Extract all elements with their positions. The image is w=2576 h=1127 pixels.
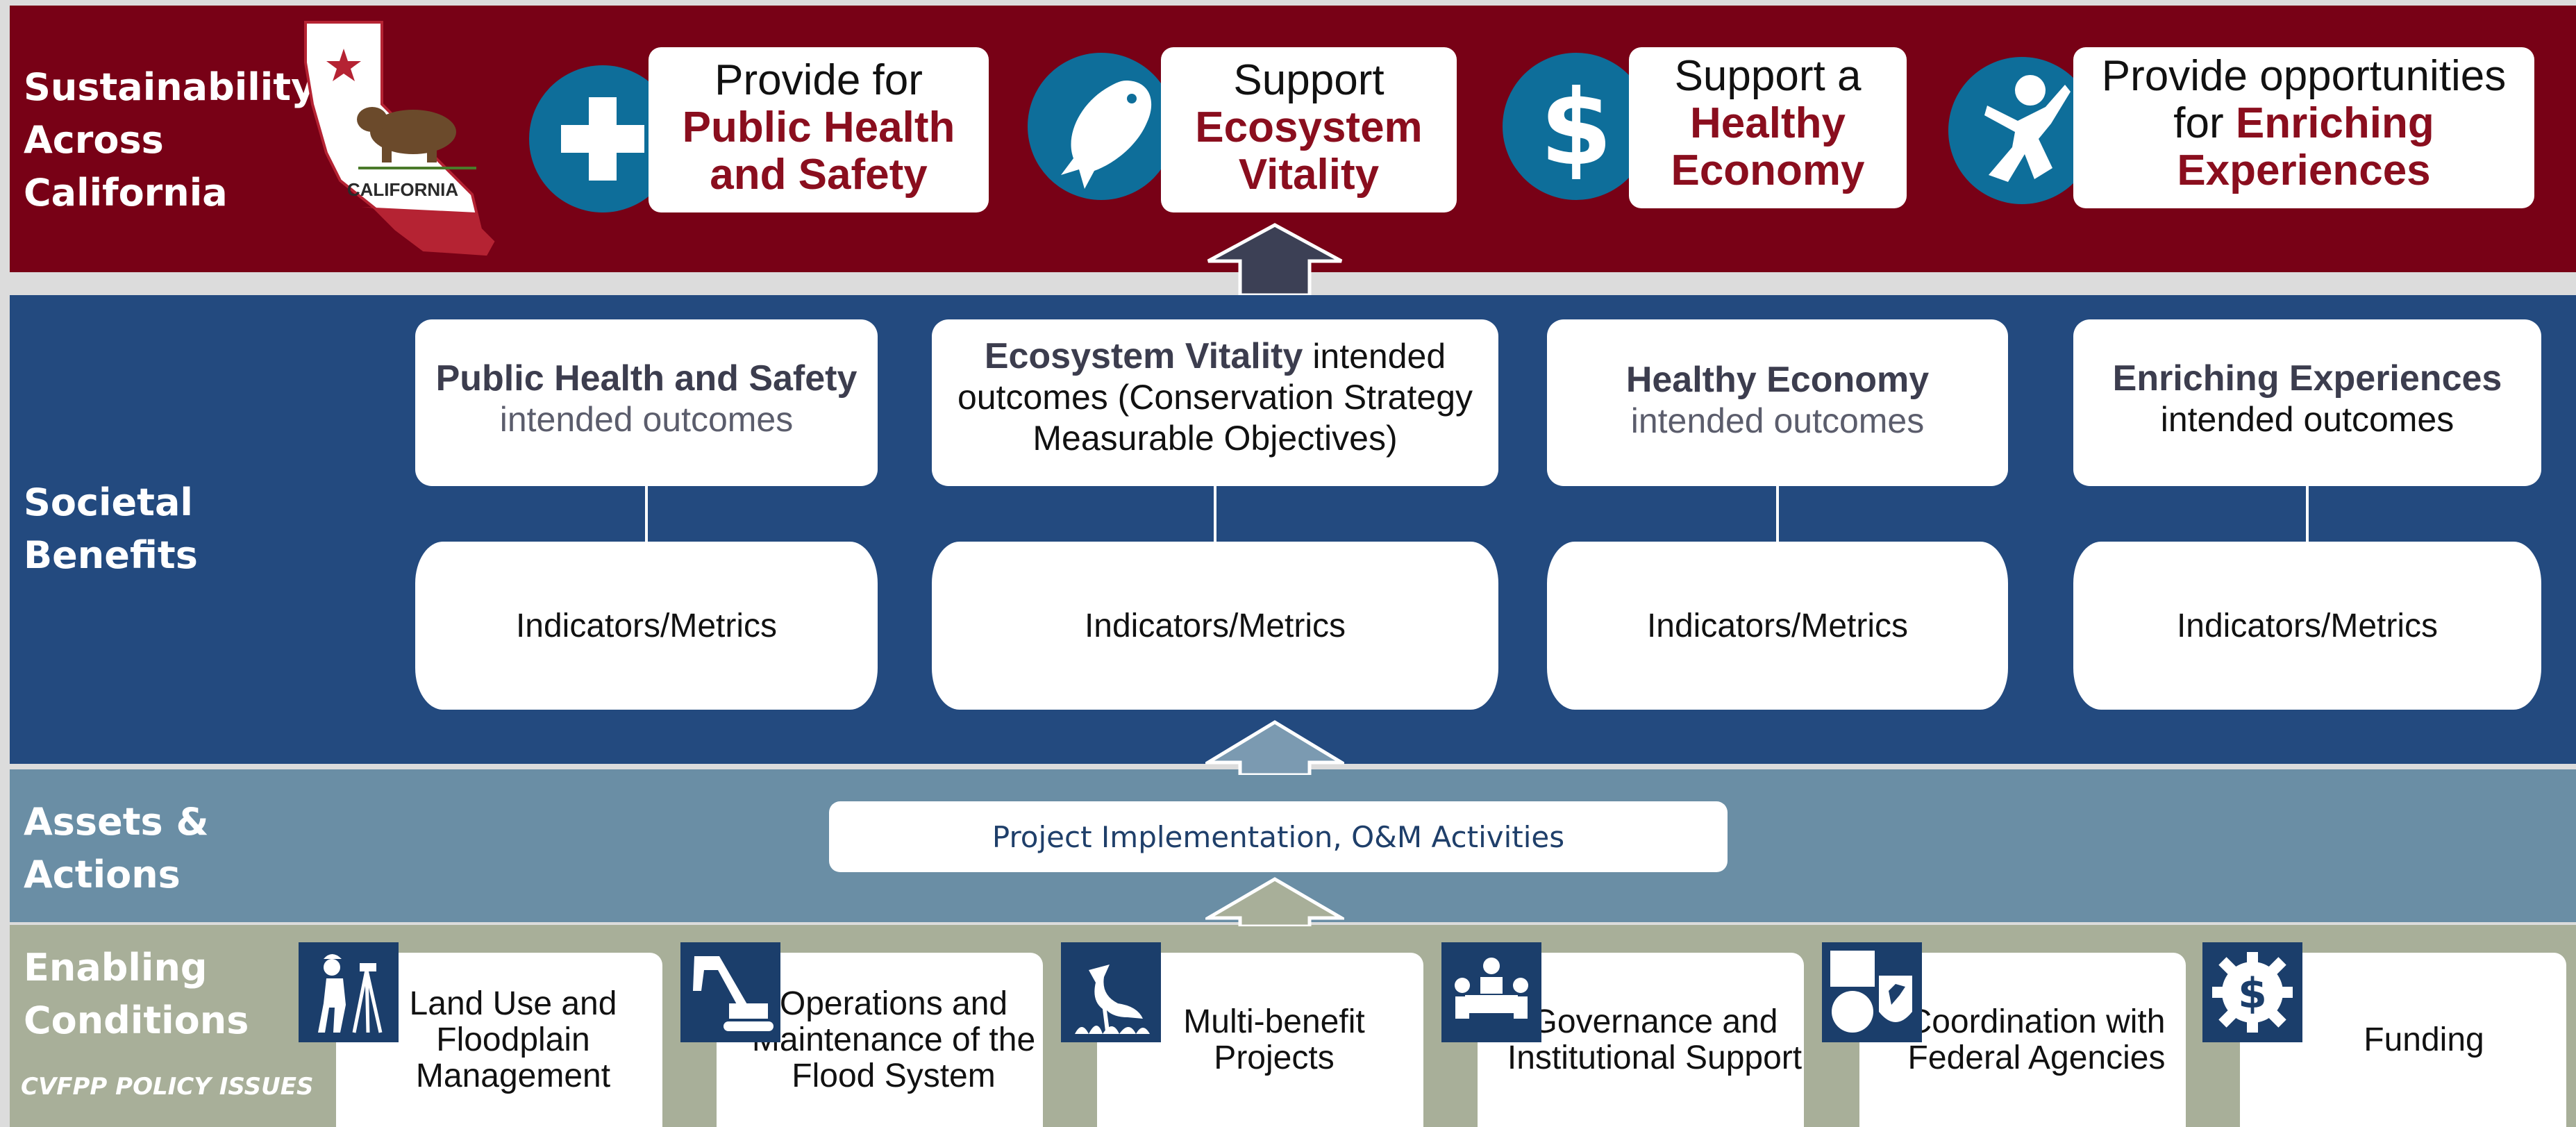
goal-line: Support xyxy=(1233,56,1385,104)
up-arrow xyxy=(1205,877,1344,926)
outcome-public-health: Public Health and Safety intended outcom… xyxy=(415,319,878,486)
goal-accent: Healthy Economy xyxy=(1671,99,1865,194)
outcome-title: Enriching Experiences xyxy=(2112,358,2502,399)
project-implementation-box: Project Implementation, O&M Activities xyxy=(829,801,1728,872)
outcome-title: Public Health and Safety xyxy=(435,358,858,399)
up-arrow xyxy=(1205,720,1344,775)
heron-icon xyxy=(1061,942,1161,1042)
svg-text:$: $ xyxy=(1540,68,1612,189)
outcome-subtitle: intended outcomes xyxy=(499,400,794,439)
goal-line: Provide opportunities xyxy=(2101,52,2507,100)
enabling-conditions-label: Enabling Conditions xyxy=(24,946,249,1042)
societal-benefits-label: Societal Benefits xyxy=(24,481,198,577)
goal-ecosystem: Support Ecosystem Vitality xyxy=(1161,47,1457,212)
person-icon xyxy=(1948,57,2096,204)
outcome-title: Healthy Economy xyxy=(1625,360,1930,400)
metrics-ecosystem: Indicators/Metrics xyxy=(932,542,1498,710)
california-map-icon: CALIFORNIA xyxy=(304,21,495,256)
outcome-ecosystem: Ecosystem Vitality intended outcomes (Co… xyxy=(932,319,1498,486)
excavator-icon xyxy=(680,942,780,1042)
connector-line xyxy=(2306,486,2309,542)
up-arrow xyxy=(1207,223,1343,295)
goal-public-health: Provide for Public Health and Safety xyxy=(649,47,989,212)
enabling-federal: Coordination with Federal Agencies xyxy=(1859,953,2186,1127)
surveyor-icon xyxy=(299,942,399,1042)
outcome-experiences: Enriching Experiences intended outcomes xyxy=(2073,319,2541,486)
outcome-economy: Healthy Economy intended outcomes xyxy=(1547,319,2008,486)
connector-line xyxy=(1776,486,1779,542)
outcome-subtitle: intended outcomes xyxy=(2160,400,2454,439)
goal-accent: Enriching Experiences xyxy=(2177,99,2434,194)
connector-line xyxy=(645,486,648,542)
federal-seals-icon xyxy=(1822,942,1922,1042)
assets-actions-label: Assets & Actions xyxy=(24,800,209,896)
metrics-experiences: Indicators/Metrics xyxy=(2073,542,2541,710)
svg-text:$: $ xyxy=(2238,969,2267,1018)
goal-economy: Support a Healthy Economy xyxy=(1629,47,1907,208)
goal-accent: Ecosystem Vitality xyxy=(1195,103,1423,199)
outcome-subtitle: intended outcomes xyxy=(1630,401,1925,440)
goal-prefix: for xyxy=(2173,99,2236,147)
money-gear-icon: $ xyxy=(2202,942,2302,1042)
goal-experiences: Provide opportunities for Enriching Expe… xyxy=(2073,47,2534,208)
meeting-icon xyxy=(1441,942,1541,1042)
enabling-multibenefit: Multi-benefit Projects xyxy=(1097,953,1423,1127)
goal-line: Support a xyxy=(1674,52,1862,100)
state-label: CALIFORNIA xyxy=(347,179,459,200)
outcome-subtitle: intended outcomes (Conservation Strategy… xyxy=(957,337,1473,458)
fish-icon xyxy=(1028,53,1175,200)
dollar-icon: $ xyxy=(1503,53,1650,200)
policy-issues-label: CVFPP POLICY ISSUES xyxy=(21,1073,314,1101)
connector-line xyxy=(1214,486,1216,542)
goal-line: Provide for xyxy=(714,56,923,104)
outcome-title: Ecosystem Vitality xyxy=(984,336,1303,376)
metrics-economy: Indicators/Metrics xyxy=(1547,542,2008,710)
sustainability-label: Sustainability Across California xyxy=(24,65,316,215)
goal-accent: Public Health and Safety xyxy=(682,103,955,199)
metrics-public-health: Indicators/Metrics xyxy=(415,542,878,710)
